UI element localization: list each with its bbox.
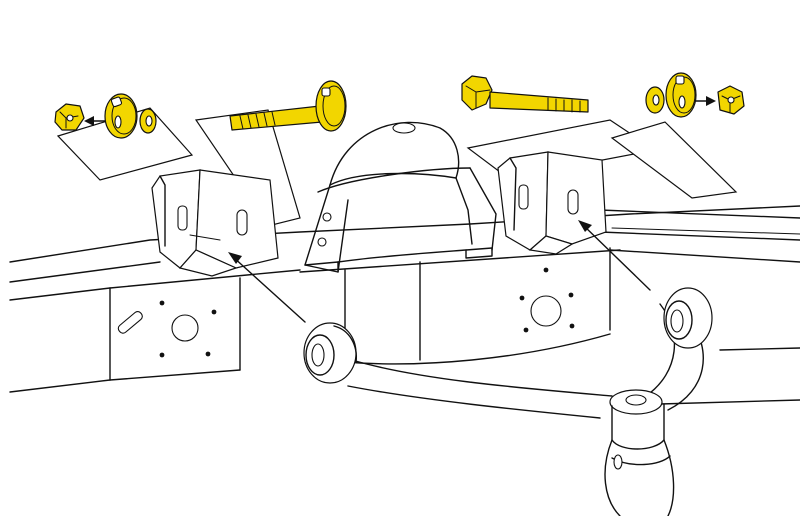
right-nut — [717, 85, 745, 115]
crossmember-hole — [530, 295, 562, 327]
arrows — [84, 96, 716, 323]
rivet — [211, 309, 217, 315]
frame-slot — [117, 311, 143, 334]
rivet — [159, 352, 165, 358]
rivet — [543, 267, 549, 273]
bracket-slot — [567, 189, 579, 215]
tower-bolt-hole — [322, 212, 332, 222]
right-washer — [645, 86, 665, 114]
bracket-slot — [177, 205, 188, 231]
left-washer — [139, 108, 157, 134]
rivet — [519, 295, 525, 301]
crossmember — [299, 247, 621, 365]
left-cam-bolt — [229, 80, 347, 132]
left-bracket — [151, 169, 279, 277]
rivet — [568, 292, 574, 298]
frame-rail — [9, 205, 800, 405]
rivet — [523, 327, 529, 333]
upper-control-arm — [303, 287, 713, 516]
rivet — [159, 300, 165, 306]
rivet — [569, 323, 575, 329]
shock-tower — [304, 121, 497, 273]
tower-hole — [392, 122, 416, 134]
frame-hole-large — [171, 314, 199, 342]
left-cam-washer — [104, 93, 138, 139]
arm-bushing-right — [663, 287, 713, 349]
arrow-to-left-bracket — [231, 255, 306, 323]
panel-right-hardware — [610, 121, 738, 199]
frame-plate-left — [117, 300, 217, 358]
bracket-slot — [236, 209, 248, 236]
tower-bolt-hole — [317, 237, 327, 247]
right-cam-bolt — [461, 75, 589, 113]
bracket-slot — [518, 184, 529, 210]
left-nut — [54, 103, 85, 131]
right-cam-washer — [665, 72, 697, 118]
right-bracket — [497, 151, 607, 255]
rivet — [205, 351, 211, 357]
arrow-to-right-bracket — [581, 223, 651, 291]
